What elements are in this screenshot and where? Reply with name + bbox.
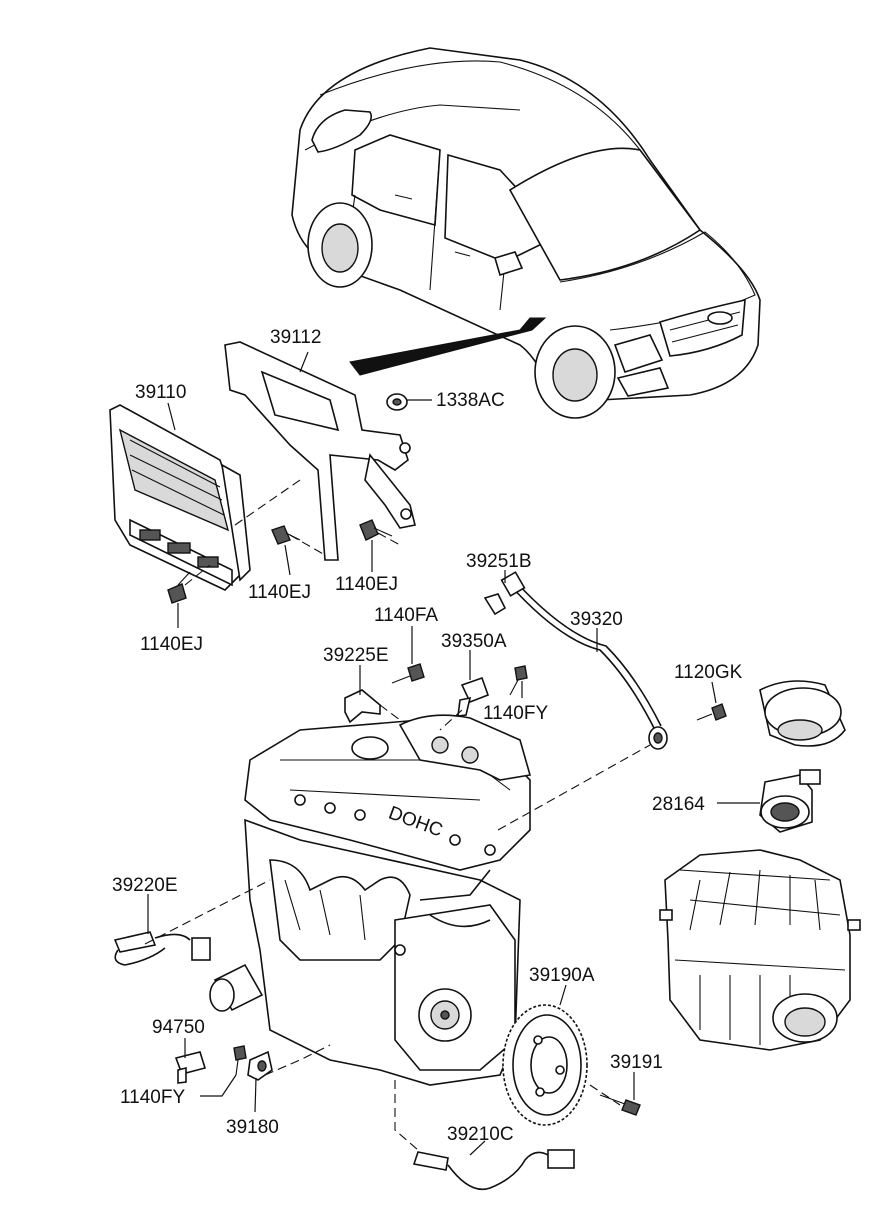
label-1140FA: 1140FA bbox=[374, 605, 438, 626]
bolt-1140EJ-left bbox=[167, 571, 191, 604]
bolt-1140EJ-right bbox=[359, 519, 393, 541]
label-39180: 39180 bbox=[226, 1117, 279, 1138]
knock-sensor-wire bbox=[500, 571, 668, 750]
label-39112: 39112 bbox=[270, 327, 321, 348]
label-39320: 39320 bbox=[570, 609, 623, 630]
ecu-module bbox=[109, 404, 251, 591]
air-cleaner-assembly bbox=[659, 849, 861, 1051]
bolt-1140EJ-mid bbox=[271, 525, 301, 545]
label-39225E: 39225E bbox=[323, 645, 389, 666]
label-39220E: 39220E bbox=[112, 875, 178, 896]
bracket-39225E bbox=[344, 689, 381, 724]
label-39191: 39191 bbox=[610, 1052, 663, 1073]
engine-assembly: DOHC bbox=[209, 714, 532, 1086]
label-1140EJ-mid: 1140EJ bbox=[248, 582, 311, 603]
label-1140EJ-left: 1140EJ bbox=[140, 634, 203, 655]
sensor-39180 bbox=[247, 1050, 273, 1081]
clip-39251B bbox=[483, 593, 507, 616]
sensor-94750 bbox=[174, 1051, 207, 1084]
air-flow-sensor-28164 bbox=[759, 769, 821, 833]
air-intake-duct bbox=[759, 680, 846, 747]
bolt-1120GK bbox=[696, 703, 727, 721]
label-28164: 28164 bbox=[652, 794, 705, 815]
label-1338AC: 1338AC bbox=[436, 390, 505, 411]
label-1120GK: 1120GK bbox=[674, 662, 743, 683]
label-1140FY-upper: 1140FY bbox=[483, 703, 548, 724]
bolt-1140FY-lower bbox=[233, 1045, 247, 1076]
vehicle-illustration bbox=[291, 47, 761, 419]
sensor-39350A bbox=[457, 676, 490, 717]
ecu-bracket bbox=[224, 341, 416, 561]
label-1140FY-lower: 1140FY bbox=[120, 1087, 185, 1108]
oxygen-sensor-39220E bbox=[113, 931, 211, 966]
label-39210C: 39210C bbox=[447, 1124, 514, 1145]
oxygen-sensor-39210C bbox=[412, 1149, 575, 1190]
label-1140EJ-right: 1140EJ bbox=[335, 574, 398, 595]
bolt-1140FY-upper bbox=[509, 665, 528, 696]
label-39190A: 39190A bbox=[529, 965, 595, 986]
bolt-39191 bbox=[599, 1094, 641, 1116]
sensor-wheel-39190A bbox=[502, 1004, 588, 1126]
label-39350A: 39350A bbox=[441, 631, 507, 652]
label-39110: 39110 bbox=[135, 382, 186, 403]
nut-1338AC bbox=[386, 393, 408, 411]
label-39251B: 39251B bbox=[466, 551, 532, 572]
bolt-1140FA bbox=[391, 663, 425, 684]
label-94750: 94750 bbox=[152, 1017, 205, 1038]
